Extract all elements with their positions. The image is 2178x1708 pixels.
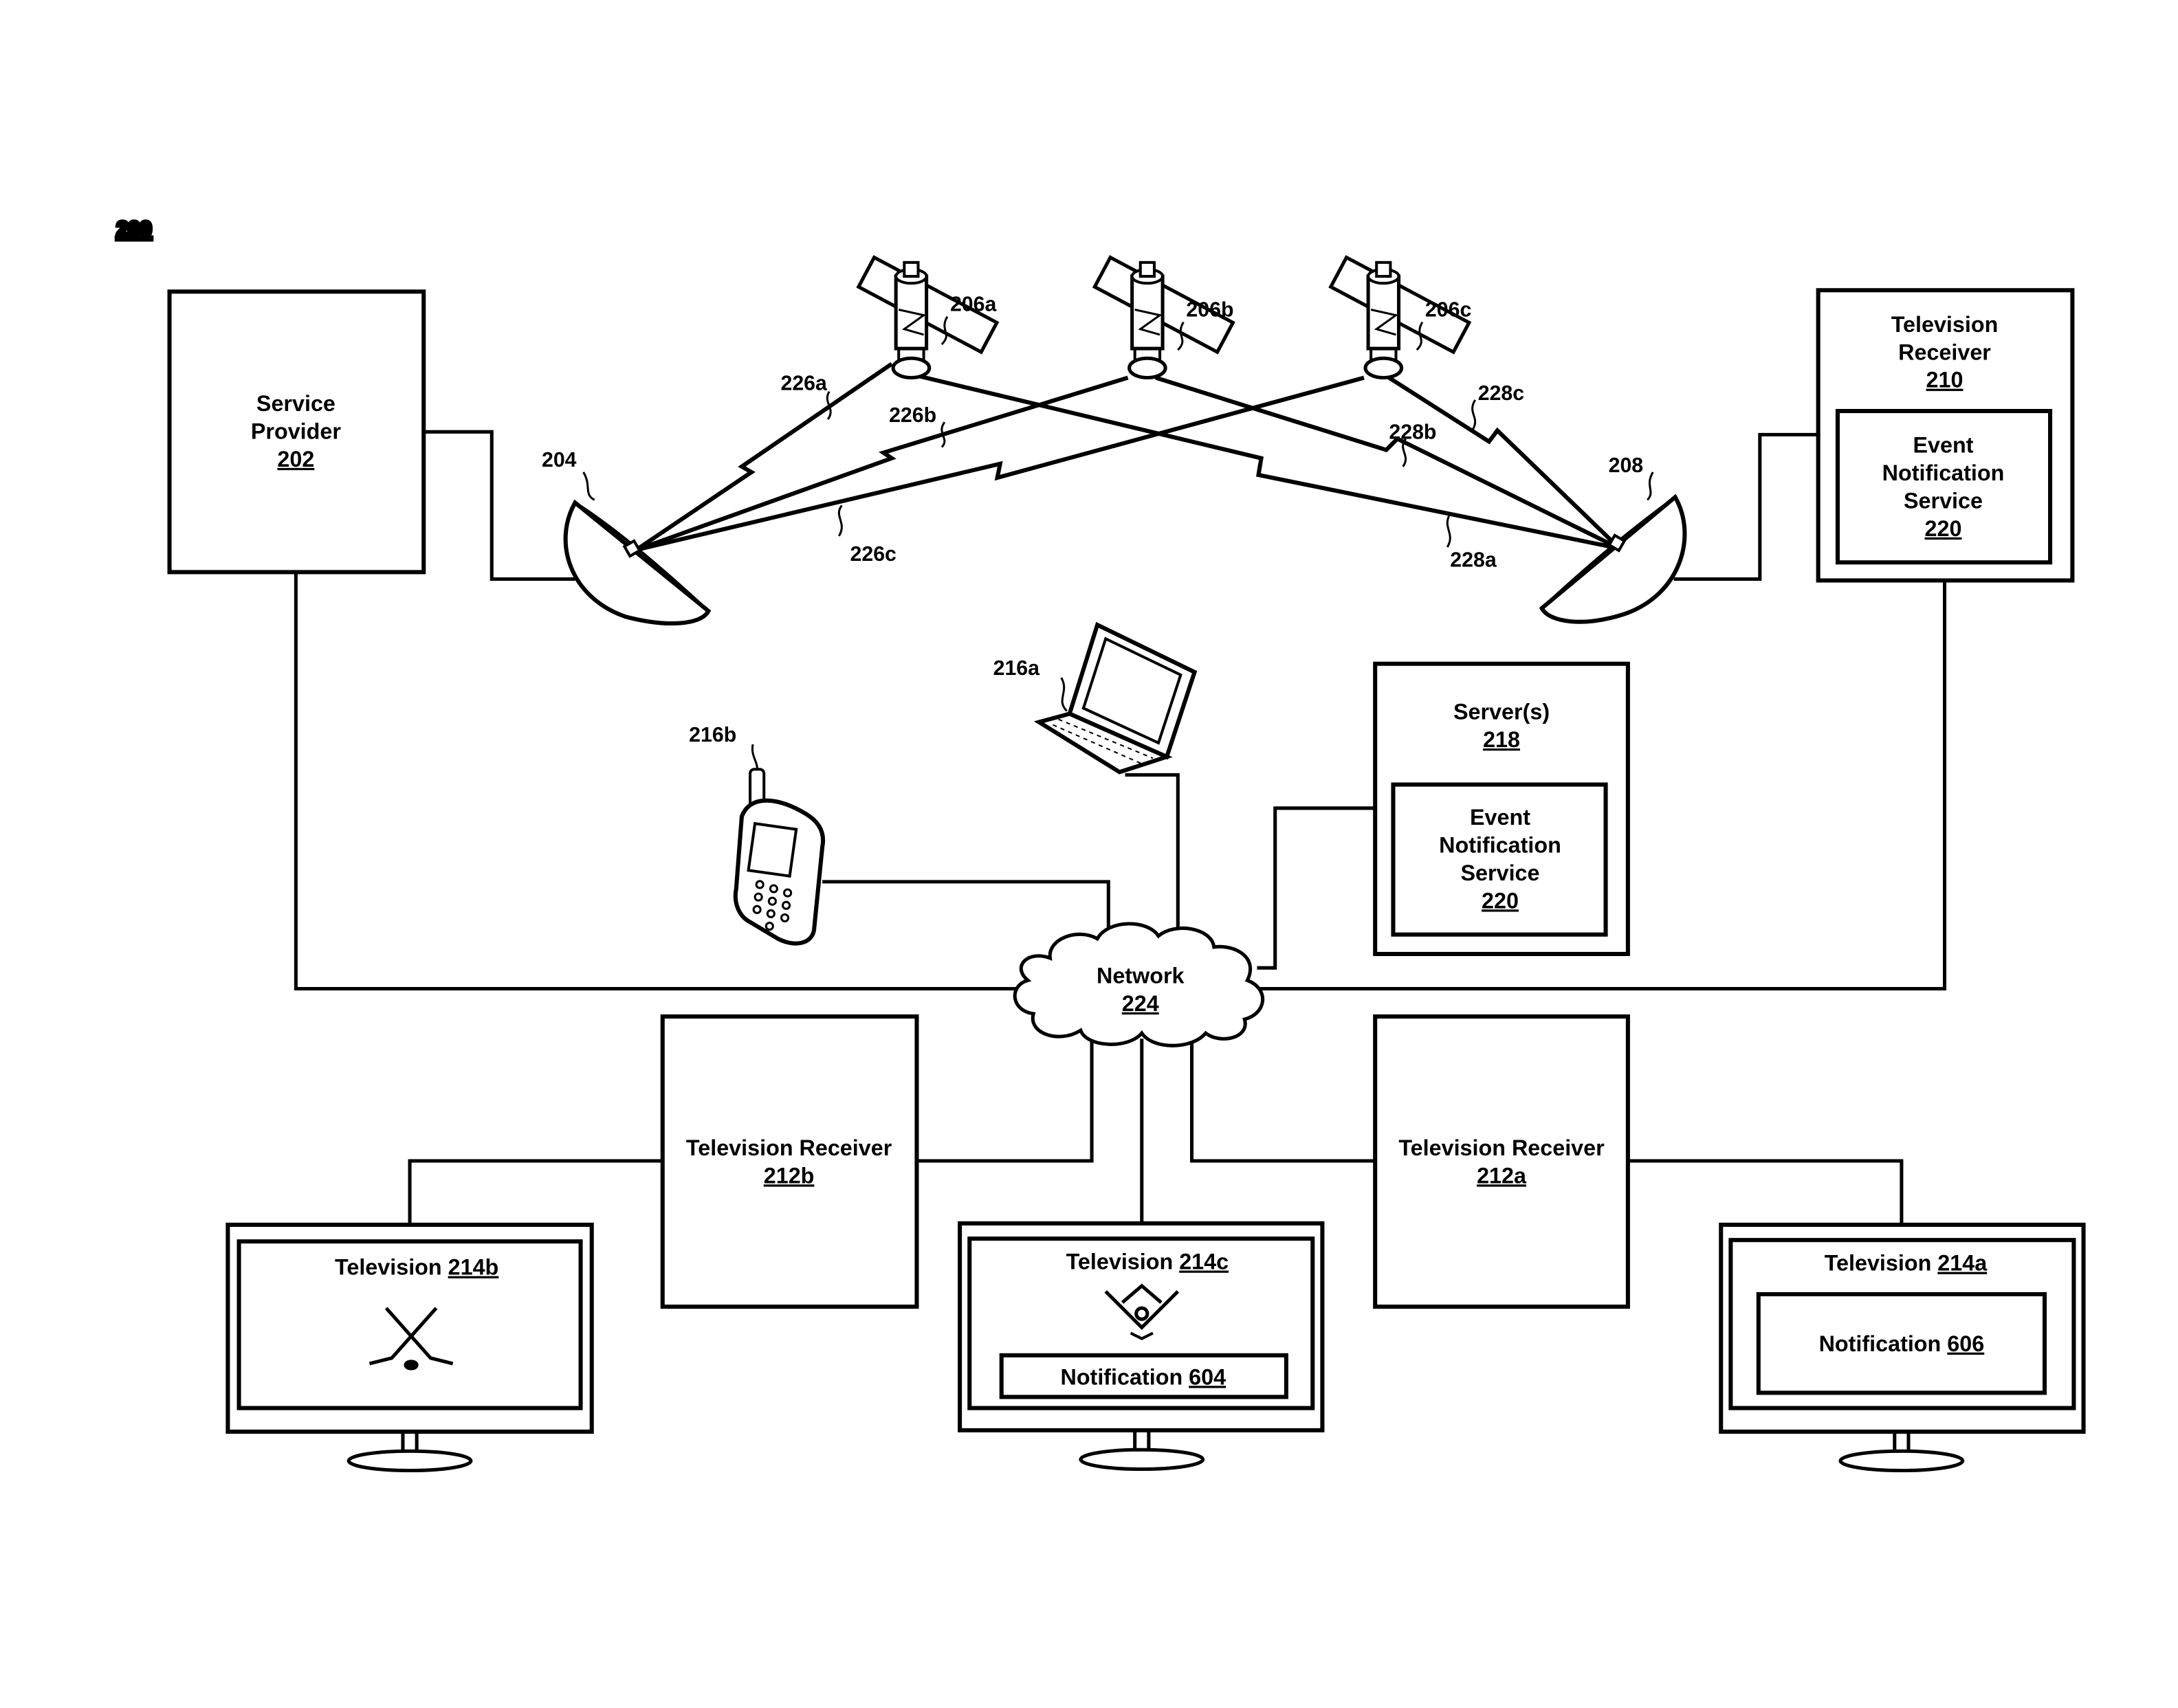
ref-206c: 206c <box>1425 299 1471 322</box>
baseball-field-icon <box>1106 1286 1178 1339</box>
ref-204: 204 <box>542 449 577 472</box>
tr212a-ref: 212a <box>1477 1163 1527 1188</box>
television-214c: Television 214c Notification 604 <box>960 1223 1322 1469</box>
network-label: Network <box>1097 963 1185 988</box>
phone-216b <box>736 769 823 943</box>
downlink-228b <box>1156 378 1620 549</box>
connection-lines <box>296 432 1944 1225</box>
ref-206a: 206a <box>950 293 998 316</box>
television-receiver-212b: Television Receiver 212b <box>663 1017 917 1307</box>
television-214a: Television 214a Notification 606 <box>1721 1225 2083 1471</box>
service-provider-label-1: Service <box>256 391 336 416</box>
service-provider-label-2: Provider <box>251 419 342 443</box>
servers-ens-label-1: Event <box>1470 805 1530 830</box>
tr210-ens-ref: 220 <box>1925 516 1962 541</box>
ref-216a: 216a <box>993 657 1041 680</box>
servers-ens-label-2: Notification <box>1439 832 1561 857</box>
servers-ens-ref: 220 <box>1482 888 1519 913</box>
tr210-label-1: Television <box>1891 312 1999 337</box>
tr212a-label: Television Receiver <box>1398 1135 1605 1160</box>
tr210-ens-label-3: Service <box>1904 488 1983 513</box>
tr210-ens-label-2: Notification <box>1882 461 2005 485</box>
network-cloud-224: Network 224 <box>1015 924 1262 1045</box>
notification-604: Notification 604 <box>1060 1364 1226 1389</box>
ref-226a: 226a <box>780 373 828 395</box>
television-receiver-210: Television Receiver 210 Event Notificati… <box>1818 290 2073 580</box>
tv214b-title: Television 214b <box>335 1255 498 1280</box>
service-provider-ref: 202 <box>277 447 314 472</box>
tr210-label-2: Receiver <box>1898 340 1991 364</box>
ref-228c: 228c <box>1478 382 1524 405</box>
hockey-sticks-icon <box>369 1308 452 1368</box>
service-provider-block: Service Provider 202 <box>170 291 424 572</box>
ref-208: 208 <box>1609 454 1644 477</box>
tv214a-title: Television 214a <box>1825 1251 1988 1276</box>
television-214b: Television 214b <box>228 1225 591 1471</box>
tr212b-ref: 212b <box>764 1163 815 1188</box>
television-receiver-212a: Television Receiver 212a <box>1375 1017 1628 1307</box>
servers-218: Server(s) 218 Event Notification Service… <box>1375 664 1628 954</box>
figure-number: 200 <box>117 218 152 241</box>
ref-228a: 228a <box>1450 548 1497 571</box>
uplink-226a <box>636 364 892 550</box>
notification-606: Notification 606 <box>1819 1331 1985 1356</box>
ref-206b: 206b <box>1186 299 1233 322</box>
ref-216b: 216b <box>689 724 736 746</box>
tv214c-title: Television 214c <box>1066 1250 1229 1274</box>
network-ref: 224 <box>1122 991 1159 1016</box>
ref-226b: 226b <box>889 404 936 427</box>
tr210-ref: 210 <box>1926 368 1964 392</box>
servers-ens-label-3: Service <box>1461 861 1540 885</box>
satellite-206a <box>859 258 997 378</box>
satellite-dish-204 <box>566 472 709 623</box>
servers-ref: 218 <box>1483 727 1520 752</box>
servers-label: Server(s) <box>1453 700 1550 724</box>
ref-226c: 226c <box>850 543 896 566</box>
ref-228b: 228b <box>1389 421 1436 443</box>
tr212b-label: Television Receiver <box>686 1135 892 1160</box>
tr210-ens-label-1: Event <box>1913 433 1973 458</box>
